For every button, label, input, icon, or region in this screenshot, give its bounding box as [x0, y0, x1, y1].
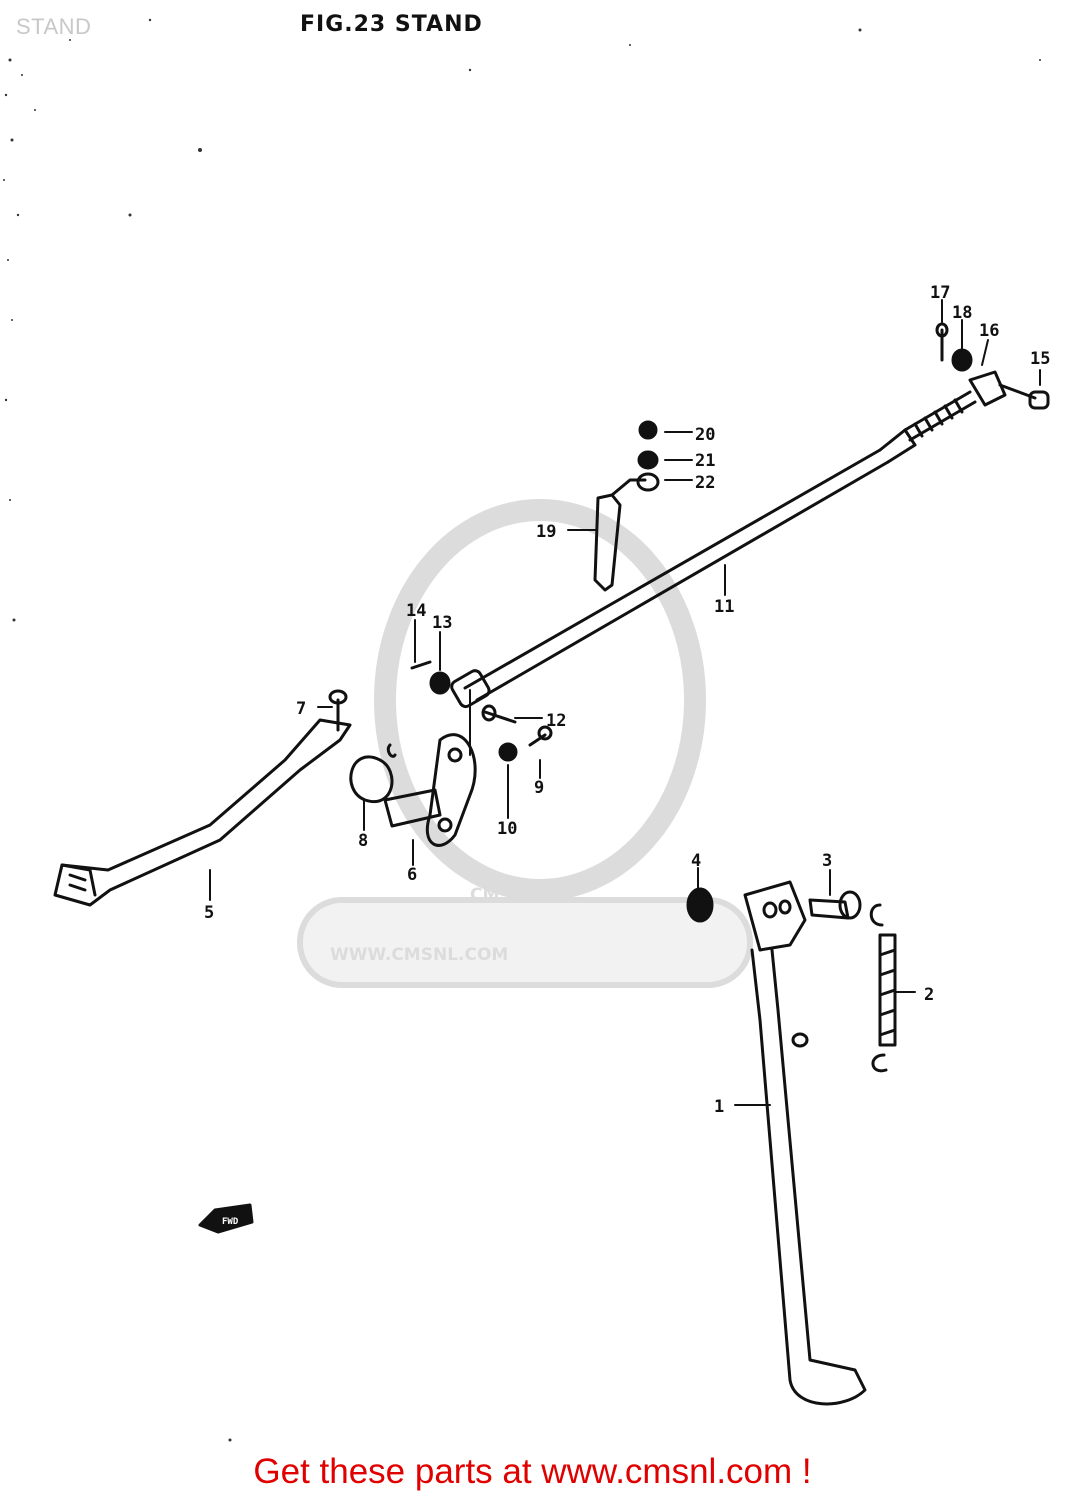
part-12-bolt	[481, 704, 517, 724]
callout-6: 6	[407, 865, 417, 885]
callout-19: 19	[536, 522, 556, 542]
callout-16: 16	[979, 321, 999, 341]
callout-9: 9	[534, 778, 544, 798]
callout-17: 17	[930, 283, 950, 303]
part-7-bolt	[328, 689, 348, 732]
part-16-joint	[968, 370, 1007, 407]
callout-13: 13	[432, 613, 452, 633]
leader-lines	[209, 299, 1041, 1106]
callout-11: 11	[714, 597, 734, 617]
callout-10: 10	[497, 819, 517, 839]
part-10-washer	[498, 742, 518, 762]
callout-1: 1	[714, 1097, 724, 1117]
part-13-washer	[429, 671, 451, 695]
part-22-washer	[636, 472, 660, 492]
callout-14: 14	[406, 601, 426, 621]
callout-22: 22	[695, 473, 715, 493]
footer-cta-link[interactable]: Get these parts at www.cmsnl.com !	[253, 1452, 812, 1491]
callout-15: 15	[1030, 349, 1050, 369]
forward-label: FWD	[222, 1217, 239, 1227]
part-11-cable	[463, 390, 977, 702]
part-21-washer	[637, 450, 659, 470]
part-18-washer	[951, 348, 973, 372]
callout-numbers: 1 2 3 4 5 6 7 8 9 10 11 12 13 14 15 16 1…	[204, 283, 1050, 1227]
part-15-bolt	[998, 383, 1050, 410]
part-1-center-stand	[743, 880, 867, 1406]
callout-7: 7	[296, 699, 306, 719]
callout-2: 2	[924, 985, 934, 1005]
callout-20: 20	[695, 425, 715, 445]
callout-3: 3	[822, 851, 832, 871]
callout-18: 18	[952, 303, 972, 323]
parts-line-art	[53, 299, 1050, 1406]
part-3-bolt	[808, 890, 862, 920]
part-cable-end-clevis	[450, 669, 491, 709]
watermark-banner	[297, 897, 753, 988]
callout-8: 8	[358, 831, 368, 851]
watermark-brand: CMS	[470, 885, 512, 905]
part-19-bracket	[593, 478, 647, 592]
part-20-bolt	[638, 420, 658, 440]
part-6-shaft	[383, 733, 477, 847]
watermark-url: WWW.CMSNL.COM	[330, 945, 508, 965]
callout-21: 21	[695, 451, 715, 471]
part-5-pedal-arm	[53, 718, 352, 907]
part-9-bolt	[528, 725, 553, 747]
watermark-mascot	[374, 499, 706, 901]
part-2-spring	[869, 903, 897, 1073]
part-4-collar	[686, 887, 714, 923]
scan-noise	[3, 18, 1041, 1442]
watermark: CMS WWW.CMSNL.COM	[297, 499, 753, 988]
breadcrumb: STAND	[16, 14, 92, 39]
callout-4: 4	[691, 851, 701, 871]
forward-arrow-icon	[198, 1203, 254, 1234]
callout-12: 12	[546, 711, 566, 731]
figure-title: FIG.23 STAND	[300, 12, 483, 37]
callout-5: 5	[204, 903, 214, 923]
part-14-pin	[410, 660, 432, 670]
part-17-pin	[935, 322, 949, 362]
